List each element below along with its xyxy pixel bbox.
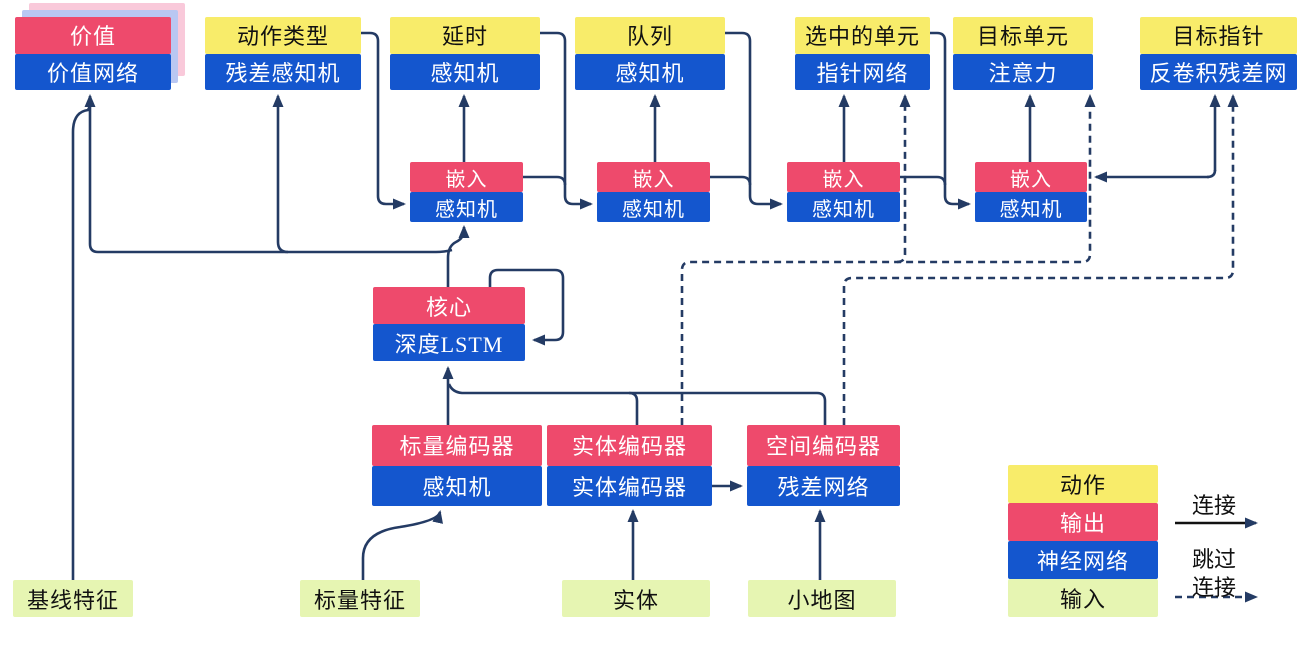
target-point-network-label: 反卷积残差网	[1140, 53, 1297, 90]
input-minimap: 小地图	[748, 580, 896, 617]
action-type-label: 动作类型	[205, 17, 361, 54]
scalar-encoder-network-label: 感知机	[372, 465, 542, 506]
legend-output-label: 输出	[1008, 503, 1158, 541]
embedding-3: 嵌入 感知机	[787, 162, 900, 222]
legend-network-label: 神经网络	[1008, 541, 1158, 579]
scalar-encoder-label: 标量编码器	[372, 425, 542, 466]
wire-core-to-embedding1	[446, 225, 470, 287]
selected-units-label: 选中的单元	[795, 17, 930, 54]
embedding-1-output-label: 嵌入	[410, 162, 523, 192]
wire-encoder-bus	[447, 383, 827, 425]
skip-spatial-to-deconv	[842, 94, 1239, 425]
embedding-4: 嵌入 感知机	[975, 162, 1087, 222]
input-entities: 实体	[562, 580, 710, 617]
minimap-label: 小地图	[748, 580, 896, 617]
legend-dashed-arrow-label-line2: 连接	[1192, 575, 1237, 600]
encoder-scalar: 标量编码器 感知机	[372, 425, 542, 506]
embedding-1: 嵌入 感知机	[410, 162, 523, 222]
head-target-unit: 目标单元 注意力	[953, 17, 1093, 90]
legend-solid-arrow-label: 连接	[1192, 493, 1237, 518]
spatial-encoder-label: 空间编码器	[747, 425, 900, 466]
target-unit-network-label: 注意力	[953, 53, 1093, 90]
embedding-2-output-label: 嵌入	[597, 162, 710, 192]
legend-dashed-arrow-label-line1: 跳过	[1192, 547, 1237, 572]
embedding-4-output-label: 嵌入	[975, 162, 1087, 192]
queue-label: 队列	[575, 17, 725, 54]
value-network-label: 价值网络	[15, 53, 171, 90]
embedding-3-output-label: 嵌入	[787, 162, 900, 192]
head-value: 价值 价值网络	[15, 17, 171, 90]
delay-network-label: 感知机	[390, 53, 540, 90]
delay-label: 延时	[390, 17, 540, 54]
head-target-point: 目标指针 反卷积残差网	[1140, 17, 1297, 90]
legend-input-label: 输入	[1008, 579, 1158, 617]
queue-network-label: 感知机	[575, 53, 725, 90]
wire-queue-to-emb3	[725, 31, 783, 210]
core-network-label: 深度LSTM	[373, 324, 525, 361]
wire-emb2-out	[710, 175, 752, 186]
baseline-features-label: 基线特征	[13, 580, 133, 617]
wire-emb1-out	[523, 175, 567, 186]
target-unit-label: 目标单元	[953, 17, 1093, 54]
spatial-encoder-network-label: 残差网络	[747, 465, 900, 506]
embedding-2: 嵌入 感知机	[597, 162, 710, 222]
wire-delay-to-emb2	[540, 31, 593, 210]
embedding-4-network-label: 感知机	[975, 192, 1087, 222]
skip-entity-to-pointer	[896, 94, 911, 264]
core: 核心 深度LSTM	[373, 287, 525, 361]
legend-action-label: 动作	[1008, 465, 1158, 503]
wire-scalarfeat-to-enc	[361, 510, 443, 580]
core-output-label: 核心	[373, 287, 525, 324]
embedding-1-network-label: 感知机	[410, 192, 523, 222]
head-delay: 延时 感知机	[390, 17, 540, 90]
wire-emb3-out	[900, 175, 947, 186]
entities-label: 实体	[562, 580, 710, 617]
head-selected-units: 选中的单元 指针网络	[795, 17, 930, 90]
scalar-features-label: 标量特征	[300, 580, 420, 617]
wire-core-to-value	[84, 94, 453, 254]
encoder-spatial: 空间编码器 残差网络	[747, 425, 900, 506]
head-action-type: 动作类型 残差感知机	[205, 17, 361, 90]
input-baseline-features: 基线特征	[13, 580, 133, 617]
skip-entity-to-attention	[680, 94, 1096, 425]
embedding-3-network-label: 感知机	[787, 192, 900, 222]
wire-core-selfloop	[488, 268, 565, 346]
action-type-network-label: 残差感知机	[205, 53, 361, 90]
wire-actiontype-to-emb1	[361, 31, 406, 210]
wire-entityenc-join	[628, 391, 639, 425]
value-output-label: 价值	[15, 17, 171, 54]
entity-encoder-label: 实体编码器	[547, 425, 712, 466]
wire-core-to-actiontype	[272, 94, 289, 254]
target-point-label: 目标指针	[1140, 17, 1297, 54]
wire-baseline-to-value	[71, 105, 92, 580]
input-scalar-features: 标量特征	[300, 580, 420, 617]
head-queue: 队列 感知机	[575, 17, 725, 90]
selected-units-network-label: 指针网络	[795, 53, 930, 90]
encoder-entity: 实体编码器 实体编码器	[547, 425, 712, 506]
entity-encoder-network-label: 实体编码器	[547, 465, 712, 506]
embedding-2-network-label: 感知机	[597, 192, 710, 222]
legend-color-key: 动作 输出 神经网络 输入	[1008, 465, 1158, 617]
wire-selected-to-emb4	[930, 31, 971, 210]
